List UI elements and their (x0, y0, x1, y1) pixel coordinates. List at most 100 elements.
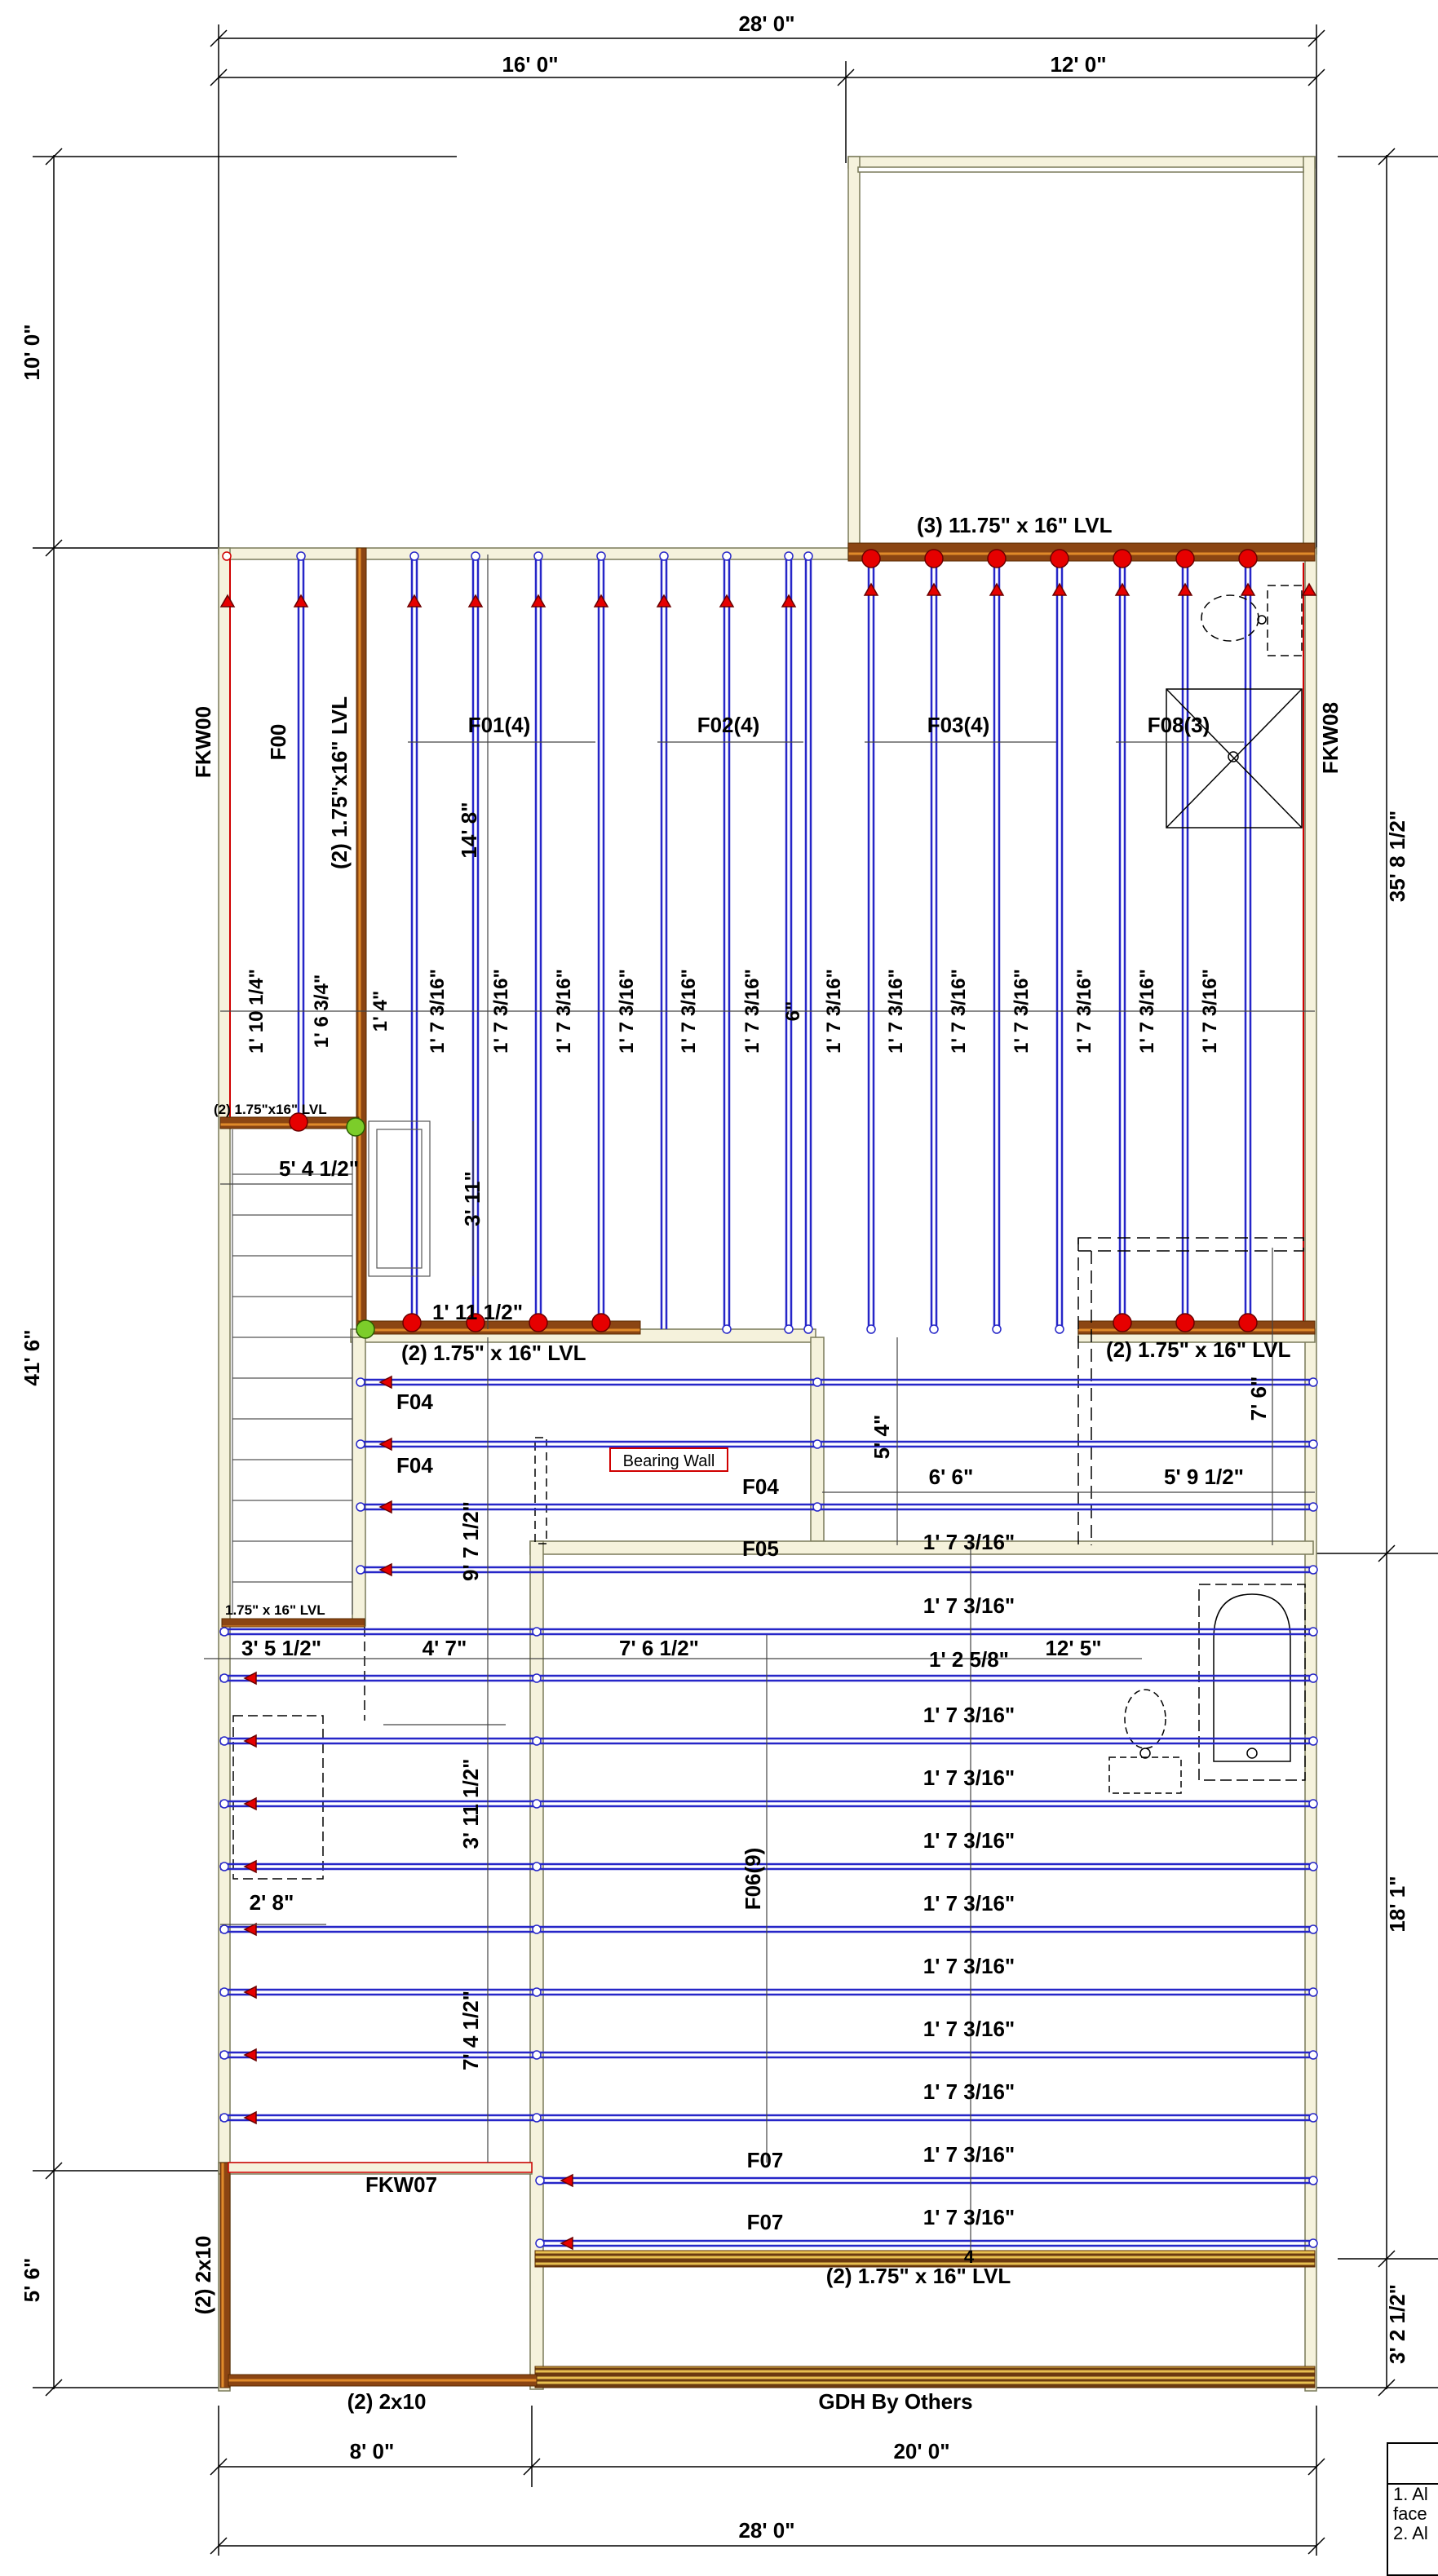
spacing-label-l10: 1' 7 3/16" (923, 2205, 1015, 2229)
f00-label: F00 (266, 724, 290, 761)
f01-label: F01(4) (468, 713, 531, 737)
spacing-label-u0: 1' 10 1/4" (246, 969, 268, 1054)
left-2x10-vertical (219, 2162, 231, 2388)
spacing-label-l8: 1' 7 3/16" (923, 2079, 1015, 2104)
dim-bottom-right: 20' 0" (893, 2439, 949, 2463)
stairs (232, 1120, 431, 1615)
connector-markers (346, 1117, 375, 1339)
f04-label-b: F04 (396, 1453, 433, 1478)
dim-7-6: 7' 6" (1246, 1376, 1271, 1421)
spacing-label-u12: 1' 7 3/16" (948, 969, 970, 1054)
beam-top-label: (3) 11.75" x 16" LVL (917, 513, 1113, 537)
beam-bottom-lvl (534, 2250, 1316, 2268)
dim-7-6-half: 7' 6 1/2" (619, 1636, 699, 1660)
upper-joist-end-circles (296, 551, 1064, 1334)
bearing-wall-dashed (534, 1437, 547, 1544)
lvl-vertical-label: (2) 1.75"x16" LVL (327, 696, 352, 869)
dim-bottom-left: 8' 0" (350, 2439, 395, 2463)
spacing-label-u7: 1' 7 3/16" (678, 969, 700, 1054)
spacing-label-u3: 1' 7 3/16" (427, 969, 449, 1054)
beam-bottom-label: (2) 1.75" x 16" LVL (826, 2264, 1011, 2288)
dim-right-upper: 35' 8 1/2" (1385, 811, 1409, 902)
fkw07-wall (228, 2162, 533, 2173)
spacing-label-l5: 1' 7 3/16" (923, 1891, 1015, 1915)
spacing-label-l7: 1' 7 3/16" (923, 2017, 1015, 2041)
dim-top-left: 16' 0" (502, 52, 558, 77)
beam-mid-right-label: (2) 1.75" x 16" LVL (1106, 1337, 1291, 1362)
dim-9-7-half: 9' 7 1/2" (458, 1501, 483, 1581)
f07-label-b: F07 (747, 2210, 784, 2234)
dim-5-4: 5' 4" (869, 1415, 894, 1460)
dim-12-5: 12' 5" (1045, 1636, 1101, 1660)
dim-2-8: 2' 8" (250, 1890, 294, 1915)
fixtures-upper (1077, 585, 1304, 1545)
dim-top-right: 12' 0" (1050, 52, 1106, 77)
spacing-label-l0: 1' 7 3/16" (923, 1530, 1015, 1554)
spacing-label-u6: 1' 7 3/16" (616, 969, 638, 1054)
span-dimension-lines (204, 555, 1315, 2251)
lvl-small-label: (2) 1.75"x16" LVL (214, 1102, 327, 1117)
dim-right-middle: 18' 1" (1385, 1876, 1409, 1932)
dim-1-11-half: 1' 11 1/2" (432, 1300, 523, 1324)
beam-top-lvl (847, 542, 1316, 562)
f04-label-c: F04 (742, 1474, 779, 1499)
spacing-label-u1: 1' 6 3/4" (311, 974, 333, 1048)
dim-6-6: 6' 6" (929, 1465, 974, 1489)
side-2x10-label: (2) 2x10 (191, 2236, 215, 2315)
dim-top-overall: 28' 0" (738, 11, 794, 36)
gdh-label: GDH By Others (818, 2389, 972, 2414)
f06-label: F06(9) (741, 1848, 765, 1911)
span-14-8-label: 14' 8" (457, 802, 481, 858)
mark-4: 4 (964, 2247, 975, 2267)
beam-vertical-lvl (356, 547, 367, 1333)
spacing-label-l6: 1' 7 3/16" (923, 1954, 1015, 1978)
spacing-label-u16: 1' 7 3/16" (1199, 969, 1221, 1054)
dim-3-5-half: 3' 5 1/2" (241, 1636, 321, 1660)
dim-5-9-half: 5' 9 1/2" (1164, 1465, 1244, 1489)
f02-label: F02(4) (697, 713, 760, 737)
spacing-label-u10: 1' 7 3/16" (823, 969, 845, 1054)
dim-4-7: 4' 7" (423, 1636, 467, 1660)
f03-label: F03(4) (927, 713, 990, 737)
dim-left-top: 10' 0" (20, 324, 44, 380)
lower-joists (220, 1378, 1315, 2247)
fixtures-lower (1108, 1584, 1306, 1794)
dim-1-2-5-8: 1' 2 5/8" (929, 1647, 1009, 1672)
spacing-label-l1: 1' 7 3/16" (923, 1593, 1015, 1618)
spacing-label-u15: 1' 7 3/16" (1136, 969, 1158, 1054)
spacing-label-u13: 1' 7 3/16" (1011, 969, 1033, 1054)
dim-bottom-overall: 28' 0" (738, 2518, 794, 2543)
dimension-lines (33, 24, 1438, 2556)
dim-3-11-half: 3' 11 1/2" (458, 1758, 483, 1849)
spacing-label-l4: 1' 7 3/16" (923, 1828, 1015, 1853)
notes-header (1388, 2444, 1438, 2485)
spacing-label-u14: 1' 7 3/16" (1073, 969, 1095, 1054)
dim-7-4-half: 7' 4 1/2" (458, 1991, 483, 2070)
fkw00-label: FKW00 (191, 706, 215, 778)
bottom-2x10-horizontal (228, 2374, 538, 2387)
lvl-stair-label: 1.75" x 16" LVL (225, 1602, 325, 1618)
dim-left-bottom: 5' 6" (20, 2258, 44, 2303)
spacing-label-l3: 1' 7 3/16" (923, 1765, 1015, 1790)
lower-joist-end-circles (219, 1377, 1318, 2248)
bottom-2x10-label: (2) 2x10 (347, 2389, 427, 2414)
spacing-label-u8: 1' 7 3/16" (741, 969, 763, 1054)
upper-joists (297, 555, 1252, 1329)
spacing-label-l9: 1' 7 3/16" (923, 2142, 1015, 2167)
bearing-wall-tag: Bearing Wall (623, 1452, 715, 1470)
beam-mid-left-label: (2) 1.75" x 16" LVL (401, 1341, 586, 1365)
spacing-label-l2: 1' 7 3/16" (923, 1703, 1015, 1727)
dim-left-middle: 41' 6" (20, 1329, 44, 1385)
spacing-label-u11: 1' 7 3/16" (885, 969, 907, 1054)
note-line-1: 1. Al (1393, 2484, 1428, 2504)
fkw08-label: FKW08 (1318, 702, 1343, 774)
lower-left-dashed (232, 1627, 365, 1880)
beam-stair-lvl (221, 1618, 365, 1628)
f05-label: F05 (742, 1536, 779, 1561)
spacing-label-u2: 1' 4" (369, 991, 392, 1032)
spacing-label-u4: 1' 7 3/16" (490, 969, 512, 1054)
dim-3-11: 3' 11" (460, 1171, 484, 1226)
gdh-beam (534, 2366, 1316, 2388)
walls (218, 156, 1317, 2392)
